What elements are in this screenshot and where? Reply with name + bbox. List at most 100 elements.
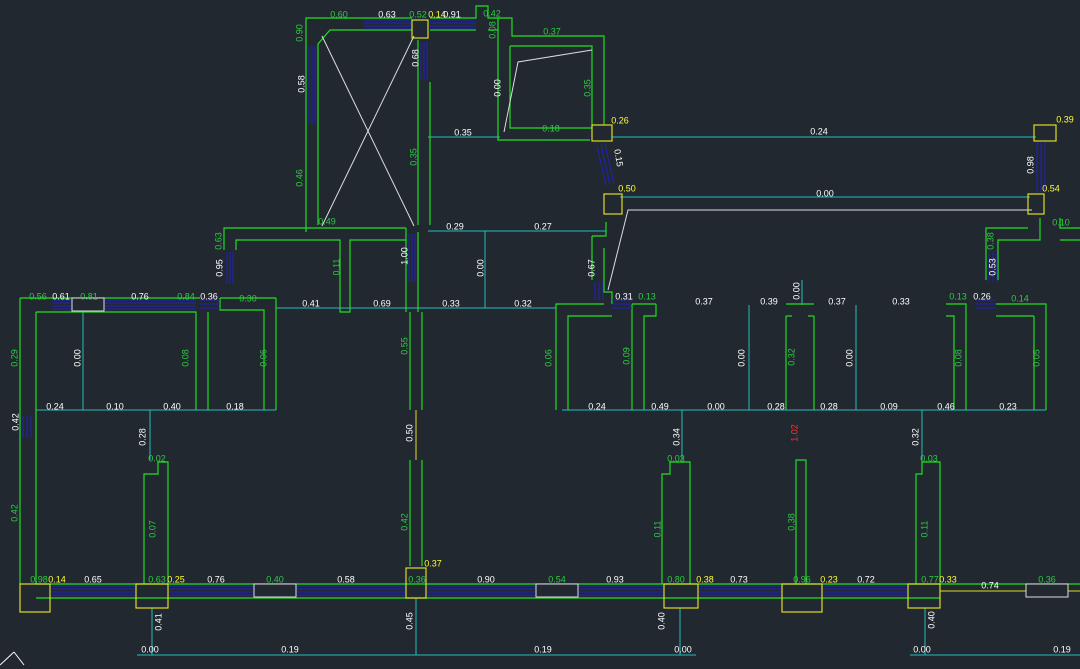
dimension-label: 0.00 bbox=[707, 401, 725, 411]
dimension-label: 0.52 bbox=[409, 9, 427, 19]
dimension-label: 0.00 bbox=[816, 188, 834, 198]
dimension-label: 0.58 bbox=[296, 75, 306, 93]
dimension-label: 0.63 bbox=[148, 574, 166, 584]
dimension-label: 0.35 bbox=[408, 148, 418, 166]
dimension-label: 0.19 bbox=[281, 644, 299, 654]
dimension-label: 0.90 bbox=[294, 24, 304, 42]
dimension-label: 0.55 bbox=[399, 337, 409, 355]
dimension-label: 0.91 bbox=[443, 9, 461, 19]
dimension-label: 0.40 bbox=[656, 612, 666, 630]
dimension-label: 0.65 bbox=[84, 574, 102, 584]
dimension-label: 0.37 bbox=[828, 296, 846, 306]
dimension-label: 0.40 bbox=[266, 574, 284, 584]
dimension-label: 0.77 bbox=[921, 574, 939, 584]
dimension-label: 0.38 bbox=[786, 513, 796, 531]
dimension-label: 0.76 bbox=[207, 574, 225, 584]
dimension-label: 0.50 bbox=[404, 424, 414, 442]
dimension-label: 0.05 bbox=[1031, 349, 1041, 367]
dimension-label: 0.36 bbox=[408, 574, 426, 584]
dimension-label: 0.42 bbox=[10, 413, 20, 431]
dimension-label: 1.00 bbox=[399, 247, 409, 265]
dimension-label: 0.49 bbox=[318, 216, 336, 226]
dimension-label: 0.00 bbox=[492, 79, 502, 97]
dimension-label: 0.36 bbox=[200, 291, 218, 301]
dimension-label: 0.35 bbox=[582, 79, 592, 97]
dimension-label: 0.08 bbox=[953, 349, 963, 367]
dimension-label: 0.00 bbox=[475, 259, 485, 277]
wall-outlines bbox=[19, 5, 1080, 584]
dimension-label: 0.40 bbox=[926, 611, 936, 629]
dimension-label: 0.00 bbox=[72, 349, 82, 367]
dimension-label: 0.28 bbox=[137, 428, 147, 446]
dimension-label: 0.02 bbox=[148, 453, 166, 463]
dimension-label: 0.24 bbox=[588, 401, 606, 411]
dimension-label: 0.14 bbox=[48, 574, 66, 584]
dimension-label: 0.33 bbox=[939, 574, 957, 584]
dimension-label: 0.28 bbox=[820, 401, 838, 411]
dimension-label: 0.13 bbox=[949, 291, 967, 301]
dimension-label: 0.24 bbox=[46, 401, 64, 411]
dimension-label: 0.00 bbox=[913, 644, 931, 654]
dimension-label: 0.00 bbox=[844, 349, 854, 367]
dimension-label: 0.41 bbox=[153, 613, 163, 631]
dimension-label: 0.42 bbox=[399, 513, 409, 531]
dimension-label: 0.07 bbox=[147, 520, 157, 538]
dimension-label: 0.96 bbox=[793, 574, 811, 584]
dimension-label: 0.19 bbox=[1053, 644, 1071, 654]
dimension-label: 0.27 bbox=[534, 221, 552, 231]
dimension-label: 0.98 bbox=[30, 574, 48, 584]
dimension-label: 0.63 bbox=[213, 232, 223, 250]
dimension-label: 0.06 bbox=[258, 349, 268, 367]
dimension-label: 0.18 bbox=[226, 401, 244, 411]
dimension-label: 0.84 bbox=[177, 291, 195, 301]
openings bbox=[71, 297, 1069, 598]
dimension-label: 0.08 bbox=[487, 21, 497, 39]
dimension-label: 0.08 bbox=[180, 349, 190, 367]
dimension-label: 0.69 bbox=[373, 298, 391, 308]
dimension-label: 0.32 bbox=[910, 428, 920, 446]
dimension-label: 0.42 bbox=[9, 504, 19, 522]
dimension-label: 0.90 bbox=[477, 574, 495, 584]
dimension-label: 0.34 bbox=[671, 428, 681, 446]
dimension-label: 0.68 bbox=[410, 49, 420, 67]
dimension-label: 0.11 bbox=[331, 259, 341, 276]
dimension-label: 0.14 bbox=[1011, 293, 1029, 303]
dimension-label: 0.29 bbox=[446, 221, 464, 231]
dimension-label: 0.11 bbox=[919, 521, 929, 538]
dimension-label: 0.24 bbox=[810, 126, 828, 136]
dimension-label: 0.09 bbox=[621, 347, 631, 365]
dimension-label: 0.95 bbox=[214, 259, 224, 277]
dimension-label: 0.13 bbox=[638, 291, 656, 301]
dimension-label: 0.10 bbox=[106, 401, 124, 411]
dimension-label: 0.63 bbox=[378, 9, 396, 19]
dimension-label: 0.30 bbox=[239, 293, 257, 303]
dimension-label: 0.49 bbox=[651, 401, 669, 411]
dimension-label: 0.18 bbox=[542, 123, 560, 133]
dimension-label: 0.38 bbox=[696, 574, 714, 584]
beam-lines bbox=[0, 136, 1080, 666]
dimension-label: 0.46 bbox=[294, 169, 304, 187]
dimension-label: 0.53 bbox=[987, 258, 997, 276]
dimension-label: 0.19 bbox=[534, 644, 552, 654]
dimension-label: 0.00 bbox=[791, 282, 801, 300]
dimension-label: 0.28 bbox=[767, 401, 785, 411]
dimension-label: 0.36 bbox=[1038, 574, 1056, 584]
dimension-label: 0.81 bbox=[80, 291, 98, 301]
dimension-label: 0.54 bbox=[548, 574, 566, 584]
dimension-label: 0.10 bbox=[1052, 217, 1070, 227]
dimension-label: 0.46 bbox=[937, 401, 955, 411]
dimension-label: 0.14 bbox=[428, 9, 446, 19]
dimension-label: 0.37 bbox=[424, 558, 442, 568]
dimension-label: 0.37 bbox=[695, 296, 713, 306]
dimension-label: 0.93 bbox=[606, 574, 624, 584]
dimension-label: 0.74 bbox=[981, 580, 999, 590]
dimension-label: 0.11 bbox=[652, 521, 662, 538]
dimension-label: 0.03 bbox=[920, 453, 938, 463]
dimension-label: 0.45 bbox=[404, 612, 414, 630]
dimension-label: 0.38 bbox=[985, 232, 995, 250]
dimension-label: 0.42 bbox=[483, 8, 501, 18]
dimension-label: 0.33 bbox=[442, 298, 460, 308]
dimension-label: 0.32 bbox=[514, 298, 532, 308]
